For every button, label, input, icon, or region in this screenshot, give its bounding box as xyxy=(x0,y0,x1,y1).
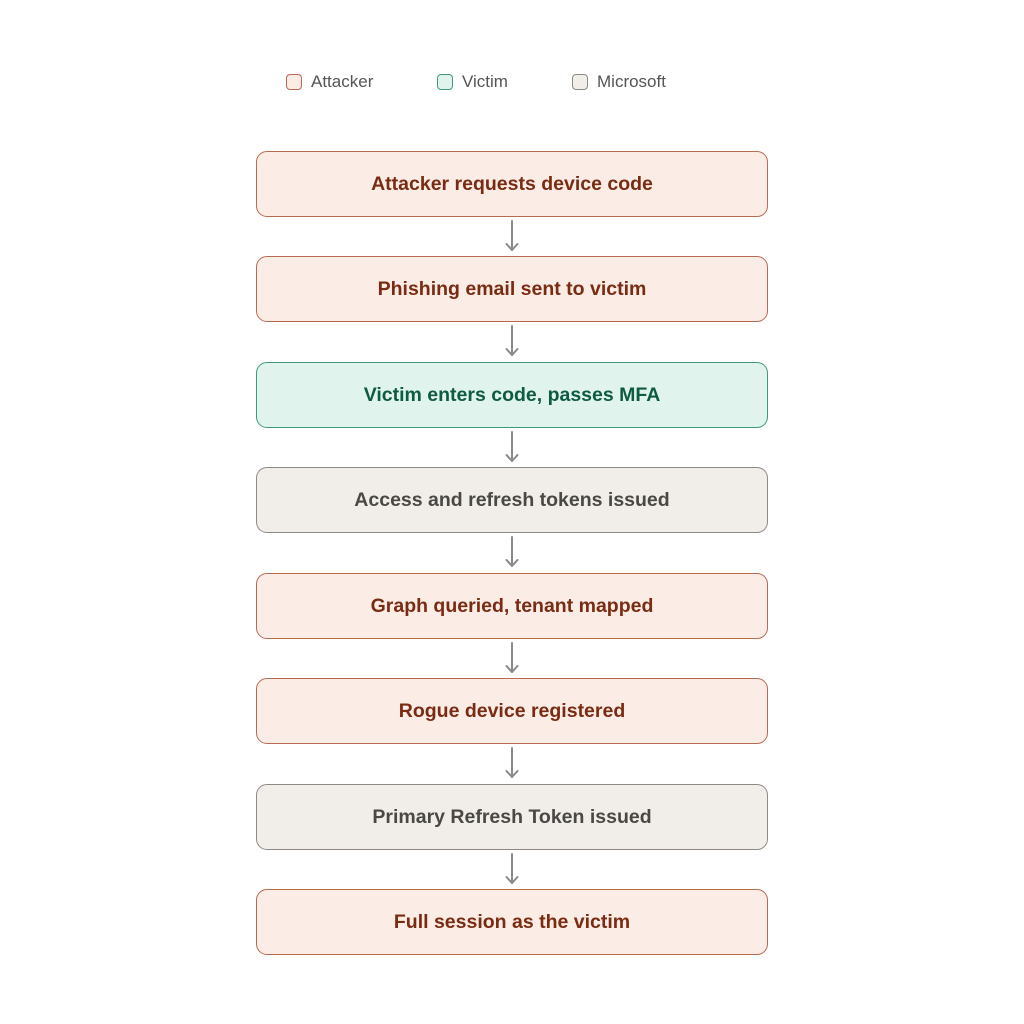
legend-swatch-victim xyxy=(437,74,453,90)
arrow-down-icon xyxy=(505,431,519,462)
step-victim-enters-code: Victim enters code, passes MFA xyxy=(256,362,768,428)
legend-item-victim: Victim xyxy=(437,70,508,94)
legend-swatch-microsoft xyxy=(572,74,588,90)
legend: Attacker Victim Microsoft xyxy=(0,70,1024,94)
arrow-down-icon xyxy=(505,536,519,567)
arrow-down-icon xyxy=(505,220,519,251)
legend-label-attacker: Attacker xyxy=(311,72,374,91)
step-tokens-issued: Access and refresh tokens issued xyxy=(256,467,768,533)
step-rogue-device: Rogue device registered xyxy=(256,678,768,744)
legend-label-microsoft: Microsoft xyxy=(597,72,666,91)
arrow-down-icon xyxy=(505,325,519,356)
step-phishing-email: Phishing email sent to victim xyxy=(256,256,768,322)
step-full-session: Full session as the victim xyxy=(256,889,768,955)
arrow-down-icon xyxy=(505,642,519,673)
step-graph-queried: Graph queried, tenant mapped xyxy=(256,573,768,639)
legend-item-attacker: Attacker xyxy=(286,70,373,94)
step-request-device-code: Attacker requests device code xyxy=(256,151,768,217)
legend-item-microsoft: Microsoft xyxy=(572,70,666,94)
legend-swatch-attacker xyxy=(286,74,302,90)
legend-label-victim: Victim xyxy=(462,72,508,91)
step-prt-issued: Primary Refresh Token issued xyxy=(256,784,768,850)
arrow-down-icon xyxy=(505,853,519,884)
arrow-down-icon xyxy=(505,747,519,778)
